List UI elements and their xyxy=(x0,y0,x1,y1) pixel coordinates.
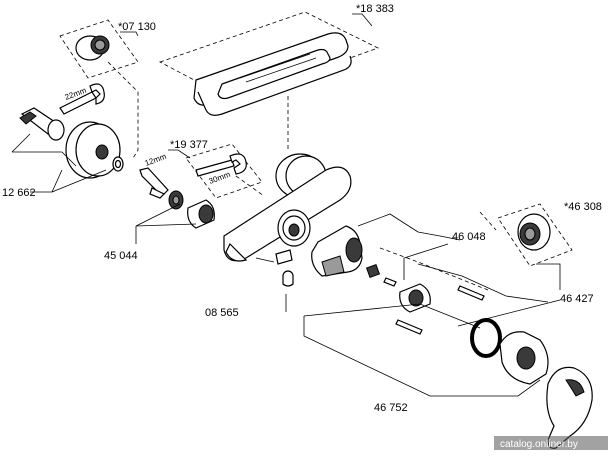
box-19377 xyxy=(185,143,263,199)
shelf-part xyxy=(193,32,352,116)
label-19377: *19 377 xyxy=(170,139,208,151)
nut-fitting-45044 xyxy=(168,190,215,229)
wrench-22mm xyxy=(59,83,105,115)
label-46752: 46 752 xyxy=(374,402,408,414)
label-46427: 46 427 xyxy=(560,293,594,305)
label-08565: 08 565 xyxy=(205,307,239,319)
lever-handle xyxy=(546,366,593,449)
label-12662: 12 662 xyxy=(2,187,36,199)
label-46308: *46 308 xyxy=(564,201,602,213)
hex-key-12mm xyxy=(139,167,169,199)
handle-sleeve xyxy=(499,331,549,385)
watermark-text: catalog.onliner.by xyxy=(500,439,578,450)
mixer-body xyxy=(223,153,352,265)
cap-46308 xyxy=(517,213,551,251)
screw-pair xyxy=(383,277,485,335)
wrench-30mm xyxy=(195,153,247,177)
o-ring-46427 xyxy=(470,318,502,358)
tool-size-12mm: 12mm xyxy=(144,152,168,168)
label-45044: 45 044 xyxy=(104,250,138,262)
label-46048: 46 048 xyxy=(452,231,486,243)
watermark: catalog.onliner.by xyxy=(494,436,608,450)
label-18383: *18 383 xyxy=(356,3,394,15)
aerator-08565 xyxy=(282,270,294,287)
retaining-nut xyxy=(399,283,431,313)
leader-lines xyxy=(11,13,561,397)
s-union-part xyxy=(19,107,65,141)
cartridge-46048 xyxy=(311,225,381,279)
escutcheon-rosette xyxy=(65,121,121,179)
check-valve-07130 xyxy=(75,35,110,61)
label-07130: *07 130 xyxy=(118,21,156,33)
washer-ring xyxy=(112,156,124,172)
